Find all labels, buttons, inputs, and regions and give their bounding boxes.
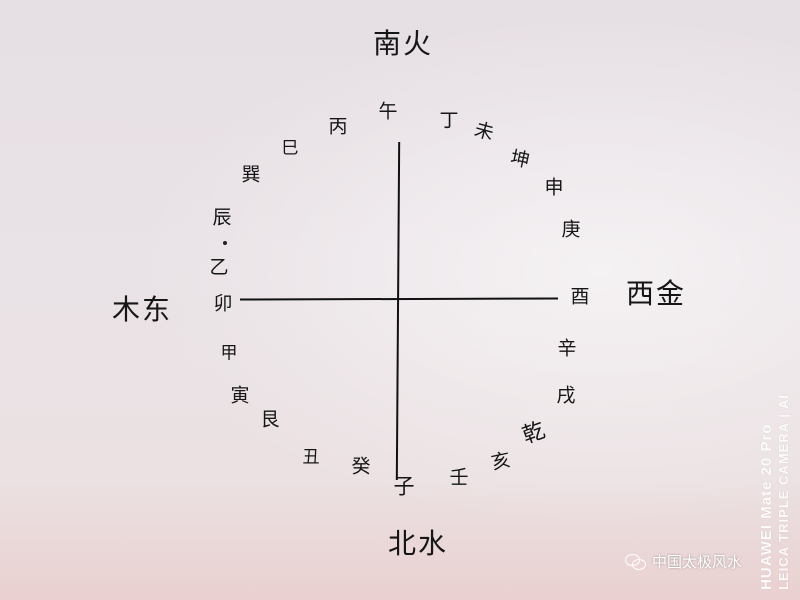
- ring-label-chou: 丑: [302, 447, 320, 468]
- direction-south: 南火: [372, 27, 434, 60]
- ring-label-geng: 庚: [561, 218, 581, 241]
- source-badge-text: 中国太极风水: [652, 553, 743, 571]
- camera-watermark: HUAWEI Mate 20 Pro LEICA TRIPLE CAMERA |…: [758, 394, 792, 590]
- ring-label-chen: 辰: [212, 206, 232, 229]
- ring-label-yi: 乙: [209, 256, 229, 279]
- wechat-icon: [625, 553, 647, 571]
- ring-label-ding: 丁: [439, 109, 459, 132]
- ring-label-gui: 癸: [351, 455, 371, 478]
- watermark-line-1: HUAWEI Mate 20 Pro: [758, 423, 776, 590]
- ring-label-zi: 子: [393, 474, 415, 499]
- ring-label-ren: 壬: [449, 466, 469, 489]
- ring-label-xu: 戌: [556, 384, 576, 407]
- ring-label-xun: 巽: [241, 163, 261, 186]
- watermark-line-2: LEICA TRIPLE CAMERA | AI: [776, 394, 792, 590]
- ring-label-you: 酉: [570, 285, 590, 308]
- ring-label-bing: 丙: [328, 115, 348, 138]
- ink-dot: [223, 241, 227, 245]
- ring-label-si: 巳: [281, 138, 299, 159]
- direction-west: 西金: [625, 277, 687, 310]
- direction-north: 北水: [387, 527, 449, 560]
- ring-label-wu: 午: [378, 100, 398, 123]
- ring-label-kun: 坤: [508, 146, 532, 173]
- ring-label-xin: 辛: [557, 337, 577, 360]
- ring-label-shen: 申: [544, 176, 564, 199]
- direction-east: 木东: [111, 293, 173, 326]
- ring-label-jia: 甲: [220, 343, 238, 364]
- source-badge: 中国太极风水: [625, 551, 742, 572]
- ring-label-mao: 卯: [213, 292, 233, 315]
- ring-label-gen: 艮: [260, 408, 280, 431]
- ring-label-yin: 寅: [230, 384, 250, 407]
- ring-label-hai: 亥: [489, 448, 513, 475]
